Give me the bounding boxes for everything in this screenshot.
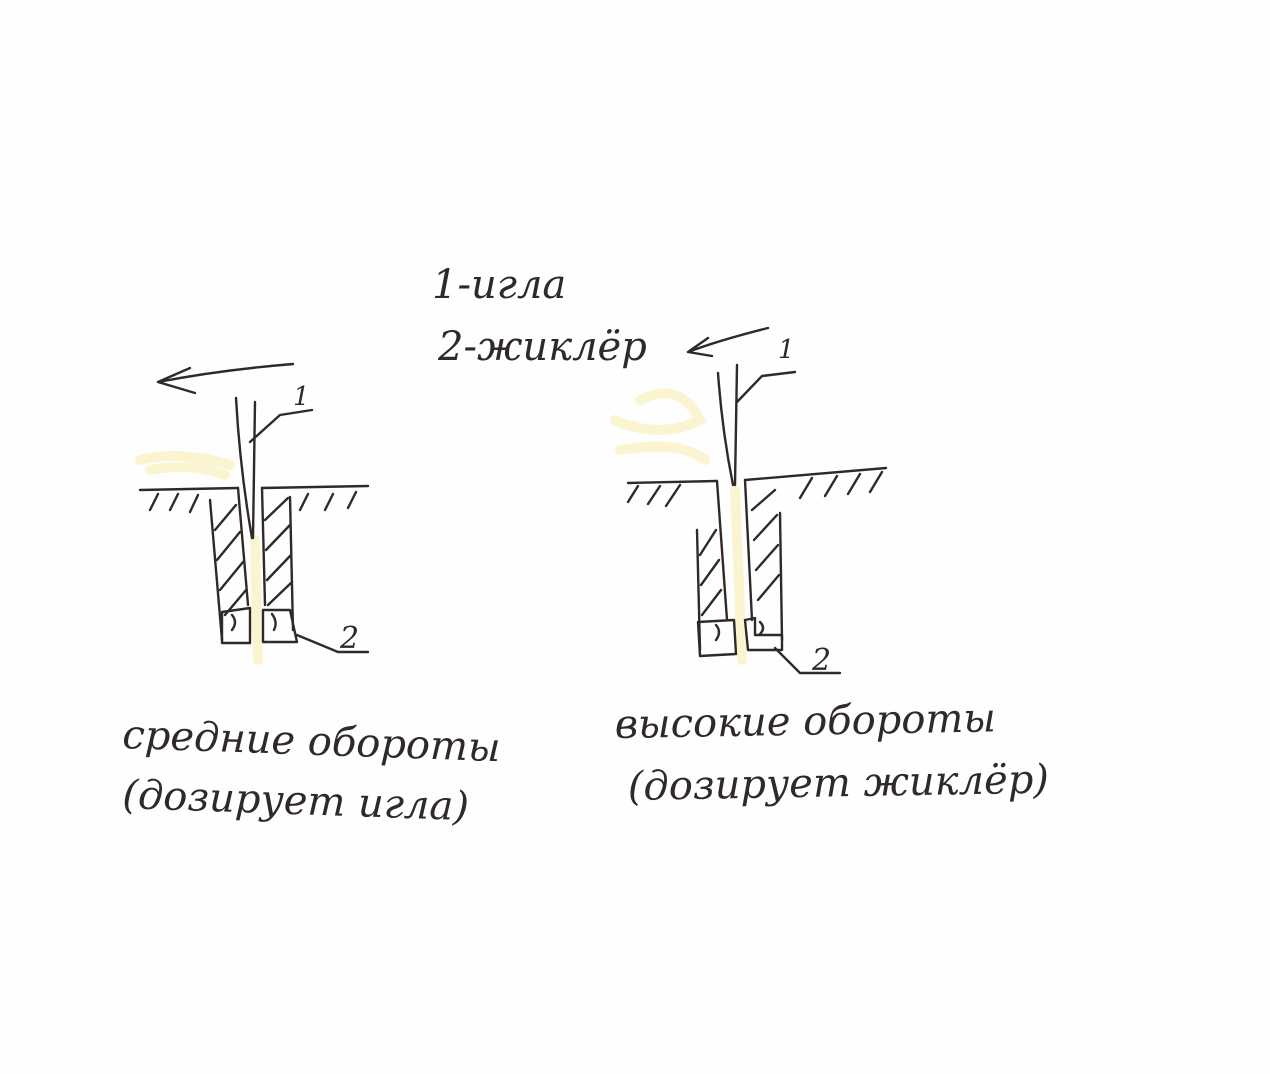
caption-line1: высокие обороты (614, 695, 996, 748)
needle-leader-line (248, 408, 314, 444)
surface-hatching (148, 490, 358, 514)
legend-item-needle: 1-игла (432, 262, 566, 308)
needle-label: 1 (778, 335, 795, 365)
jet-leader-line (773, 646, 842, 675)
fuel-highlight (135, 451, 263, 665)
caption-line1: средние обороты (122, 712, 502, 771)
surface-hatching (626, 470, 884, 508)
right-figure-high-rpm: 1 2 высокие обороты (дозирует жиклёр) (610, 326, 1049, 810)
jet-channel-walls (695, 478, 784, 652)
wall-hatching (213, 496, 294, 617)
wall-hatching (698, 488, 781, 617)
jet-label: 2 (811, 643, 831, 678)
body-surface (138, 484, 370, 492)
needle-label: 1 (293, 382, 310, 412)
body-surface (626, 466, 888, 485)
jet-channel-walls (208, 486, 295, 642)
arrow-icon (156, 362, 295, 395)
needle (234, 396, 257, 540)
jet (220, 606, 299, 645)
left-figure-medium-rpm: 1 2 средние обороты (дозирует игла) (122, 362, 502, 830)
caption-line2: (дозирует жиклёр) (627, 757, 1049, 810)
caption-line2: (дозирует игла) (122, 772, 470, 830)
jet-label: 2 (339, 621, 359, 656)
fuel-highlight (610, 388, 747, 665)
jet-leader-line (295, 633, 370, 654)
legend-item-jet: 2-жиклёр (437, 324, 647, 370)
arrow-icon (686, 326, 770, 358)
needle (716, 363, 739, 487)
needle-leader-line (735, 370, 797, 404)
jet (696, 616, 784, 658)
